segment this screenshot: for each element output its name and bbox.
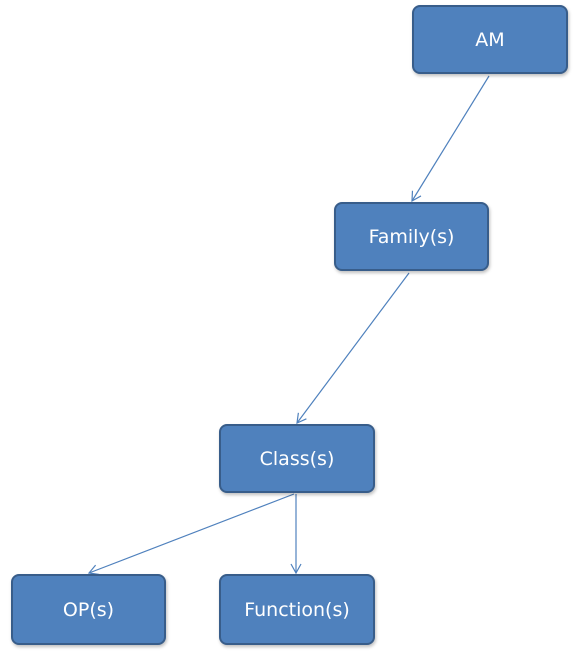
edge-class-to-op — [87, 493, 295, 576]
node-function-label: Function(s) — [244, 598, 350, 621]
node-family: Family(s) — [334, 202, 489, 271]
node-family-label: Family(s) — [368, 225, 455, 248]
node-am: AM — [412, 5, 568, 74]
node-am-label: AM — [475, 28, 505, 51]
node-class: Class(s) — [219, 424, 375, 493]
edge-am-to-family — [411, 75, 490, 203]
node-op-label: OP(s) — [62, 598, 115, 621]
edge-family-to-class — [296, 272, 410, 424]
node-function: Function(s) — [219, 574, 375, 645]
node-class-label: Class(s) — [259, 447, 335, 470]
node-op: OP(s) — [11, 574, 166, 645]
